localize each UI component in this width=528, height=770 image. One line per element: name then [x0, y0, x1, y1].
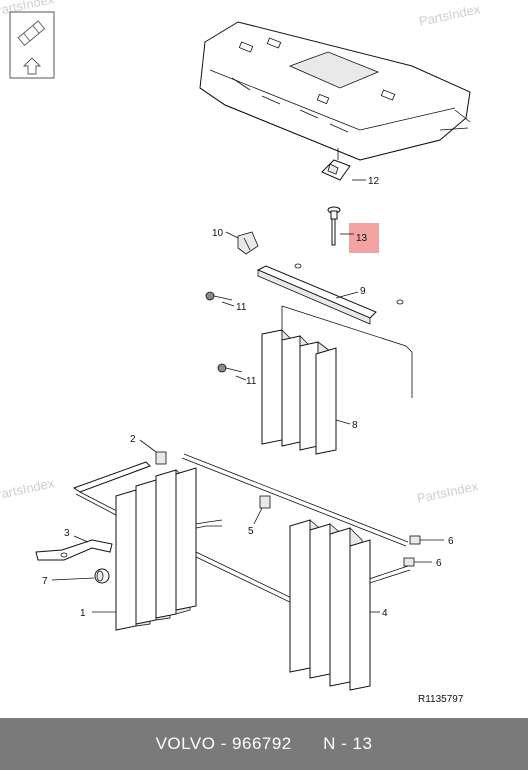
- part-info-footer: VOLVO - 966792 N - 13: [0, 718, 528, 770]
- part-13-bolt: [327, 206, 341, 246]
- callout-2: 2: [130, 434, 136, 445]
- part-6-clip-upper: [409, 535, 421, 545]
- callout-6-upper: 6: [448, 536, 454, 547]
- callout-8: 8: [352, 420, 358, 431]
- callout-1: 1: [80, 608, 86, 619]
- callout-6-lower: 6: [436, 558, 442, 569]
- footer-separator: -: [215, 734, 233, 753]
- part-8-curtain: [261, 329, 337, 455]
- exploded-parts-diagram: PartsIndex PartsIndex PartsIndex PartsIn…: [0, 0, 482, 705]
- callout-12: 12: [368, 176, 380, 187]
- watermark-top-right: PartsIndex: [418, 1, 482, 29]
- callout-9: 9: [360, 286, 366, 297]
- watermark-mid-right: PartsIndex: [416, 478, 480, 506]
- part-12-bracket: [321, 148, 351, 181]
- rear-frame-outline: [281, 305, 413, 398]
- footer-gap: [292, 734, 323, 754]
- part-7-knob: [94, 568, 110, 584]
- part-9-rail: [256, 263, 404, 325]
- part-1-curtain: [115, 467, 197, 631]
- part-11-screw-upper: [205, 291, 233, 301]
- footer-brand: VOLVO: [155, 734, 216, 753]
- callout-10: 10: [212, 228, 224, 239]
- part-4-curtain: [289, 519, 371, 691]
- watermark-mid-left: PartsIndex: [0, 475, 56, 503]
- callout-11-upper: 11: [236, 302, 247, 313]
- callout-11-lower: 11: [246, 376, 257, 387]
- view-orientation-icon: [9, 11, 55, 79]
- callout-13: 13: [356, 233, 368, 244]
- part-6-clip-lower: [403, 557, 415, 567]
- part-5-clip: [259, 495, 271, 509]
- part-10-clip: [237, 231, 259, 255]
- part-2-clip: [155, 451, 167, 465]
- footer-position: N - 13: [323, 734, 373, 753]
- callout-7: 7: [42, 576, 48, 587]
- callout-3: 3: [64, 528, 70, 539]
- part-11-screw-lower: [217, 363, 243, 373]
- callout-4: 4: [382, 608, 388, 619]
- callout-5: 5: [248, 526, 254, 537]
- footer-part-number: 966792: [232, 734, 292, 753]
- highlight-callout-13: [349, 223, 379, 253]
- roof-panel: [199, 21, 471, 161]
- diagram-reference-code: R1135797: [418, 694, 464, 705]
- part-3-bracket-arm: [35, 539, 113, 561]
